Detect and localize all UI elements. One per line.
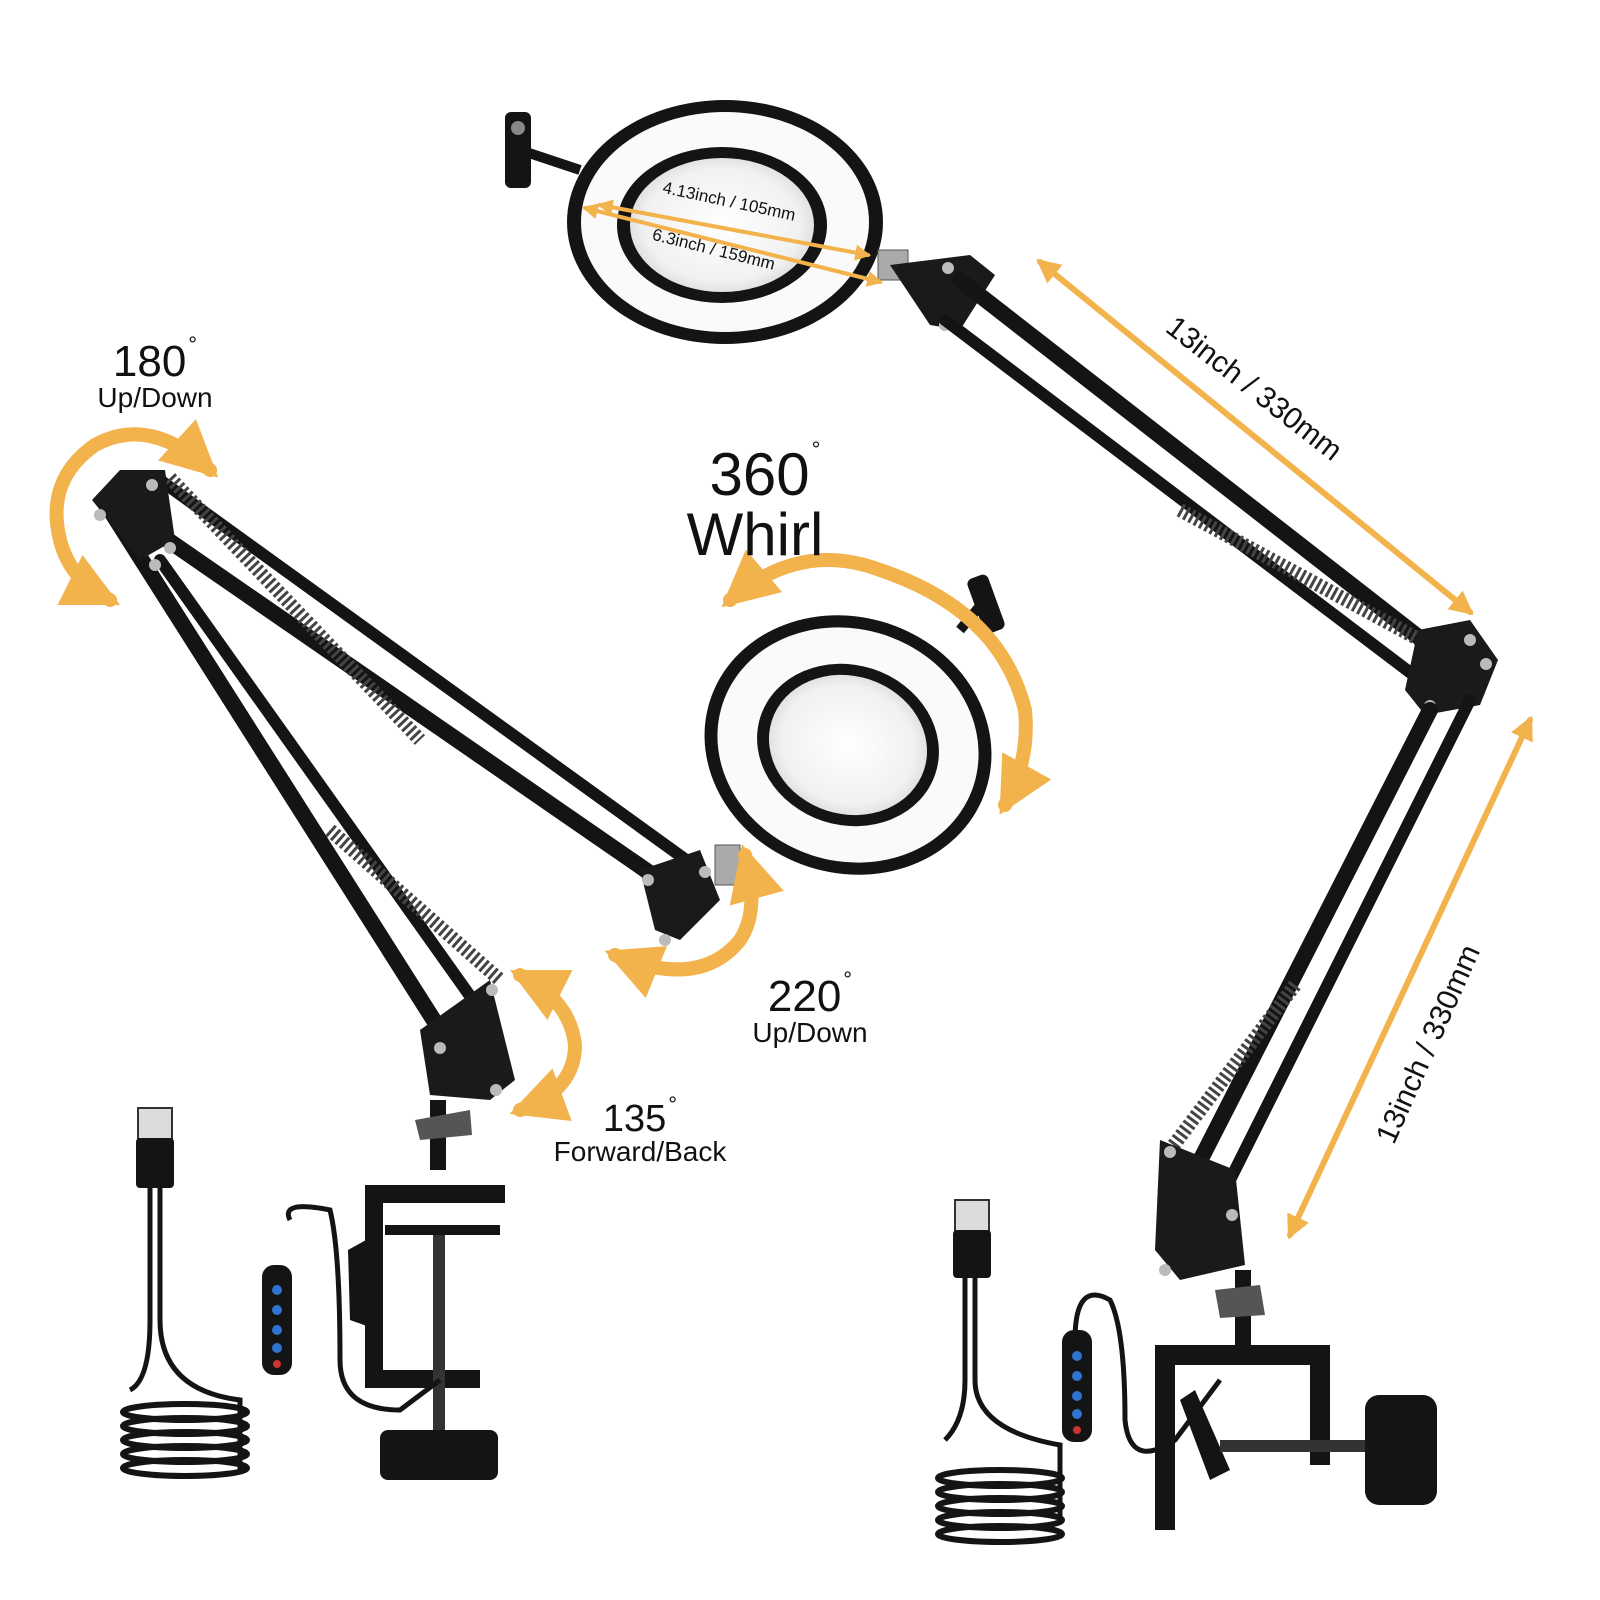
right-cable: [943, 1240, 1222, 1520]
rotation-220-value: 220: [767, 972, 842, 1021]
dimension-arrows: [581, 199, 1533, 1240]
rotation-135-label: 135° Forward/Back: [535, 1094, 745, 1167]
left-lower-arm: [102, 502, 486, 1038]
whirl-360-value: 360: [709, 441, 810, 508]
whirl-360-caption: Whirl: [686, 501, 824, 568]
left-cable-coil: [120, 1401, 250, 1479]
left-cable: [128, 1180, 442, 1470]
whirl-360-label: 360° Whirl: [680, 439, 850, 565]
right-lamp: [505, 100, 1533, 1545]
rotation-180-caption: Up/Down: [97, 382, 213, 413]
right-head-hinge: [890, 255, 995, 330]
degree-mark: °: [188, 332, 198, 357]
rotation-220-caption: Up/Down: [752, 1017, 868, 1048]
left-head-hinge: [640, 850, 720, 940]
rotation-135-value: 135: [602, 1098, 667, 1140]
degree-mark: °: [668, 1092, 678, 1117]
left-lower-spring: [325, 824, 505, 986]
right-lower-arm: [1172, 694, 1476, 1208]
left-rotation-arrows: [49, 419, 1052, 1121]
right-base-hinge: [1155, 1140, 1245, 1280]
left-controller: [262, 1265, 292, 1375]
left-upper-arm: [102, 474, 706, 888]
right-cable-coil: [935, 1467, 1065, 1545]
rotation-180-label: 180° Up/Down: [80, 334, 230, 413]
rotation-220-label: 220° Up/Down: [730, 969, 890, 1048]
left-upper-spring: [164, 473, 426, 745]
right-magnifier-head: [505, 100, 909, 344]
degree-mark: °: [811, 437, 821, 462]
right-controller: [1062, 1330, 1092, 1442]
right-usb-plug: [954, 1199, 990, 1236]
left-lamp: [49, 419, 1052, 1480]
rotation-180-value: 180: [112, 337, 187, 386]
left-base-hinge: [420, 980, 515, 1100]
right-elbow-hinge: [1405, 620, 1498, 715]
left-usb-plug: [137, 1107, 173, 1144]
right-lower-spring: [1164, 980, 1301, 1155]
left-clamp: [348, 1185, 505, 1480]
rotation-135-caption: Forward/Back: [553, 1136, 727, 1167]
right-clamp: [1155, 1345, 1437, 1530]
degree-mark: °: [843, 967, 853, 992]
